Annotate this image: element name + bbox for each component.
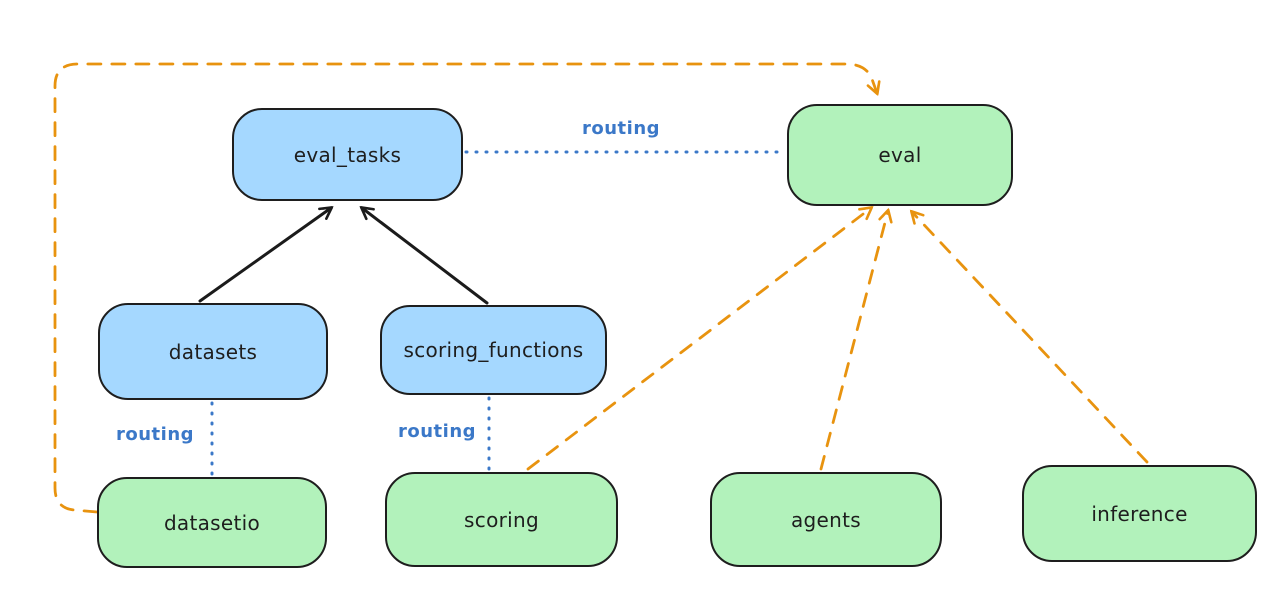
routing-label-eval-tasks-eval: routing	[581, 118, 661, 139]
node-datasetio: datasetio	[97, 477, 327, 568]
edge-scoring-to-eval	[526, 206, 874, 471]
node-inference: inference	[1022, 465, 1257, 562]
routing-label-scoring-functions-scoring: routing	[397, 421, 477, 442]
node-scoring-functions: scoring_functions	[380, 305, 607, 395]
node-eval: eval	[787, 104, 1013, 206]
edge-datasetio-to-eval-loop	[53, 62, 881, 514]
edge-agents-to-eval	[819, 207, 893, 471]
routing-label-datasets-datasetio: routing	[115, 424, 195, 445]
edge-datasets-to-eval-tasks	[198, 206, 334, 303]
edge-scoring-functions-to-eval-tasks	[359, 206, 489, 305]
edge-inference-to-eval	[909, 209, 1149, 464]
node-datasets: datasets	[98, 303, 328, 400]
node-agents: agents	[710, 472, 942, 567]
node-eval-tasks: eval_tasks	[232, 108, 463, 201]
node-scoring: scoring	[385, 472, 618, 567]
